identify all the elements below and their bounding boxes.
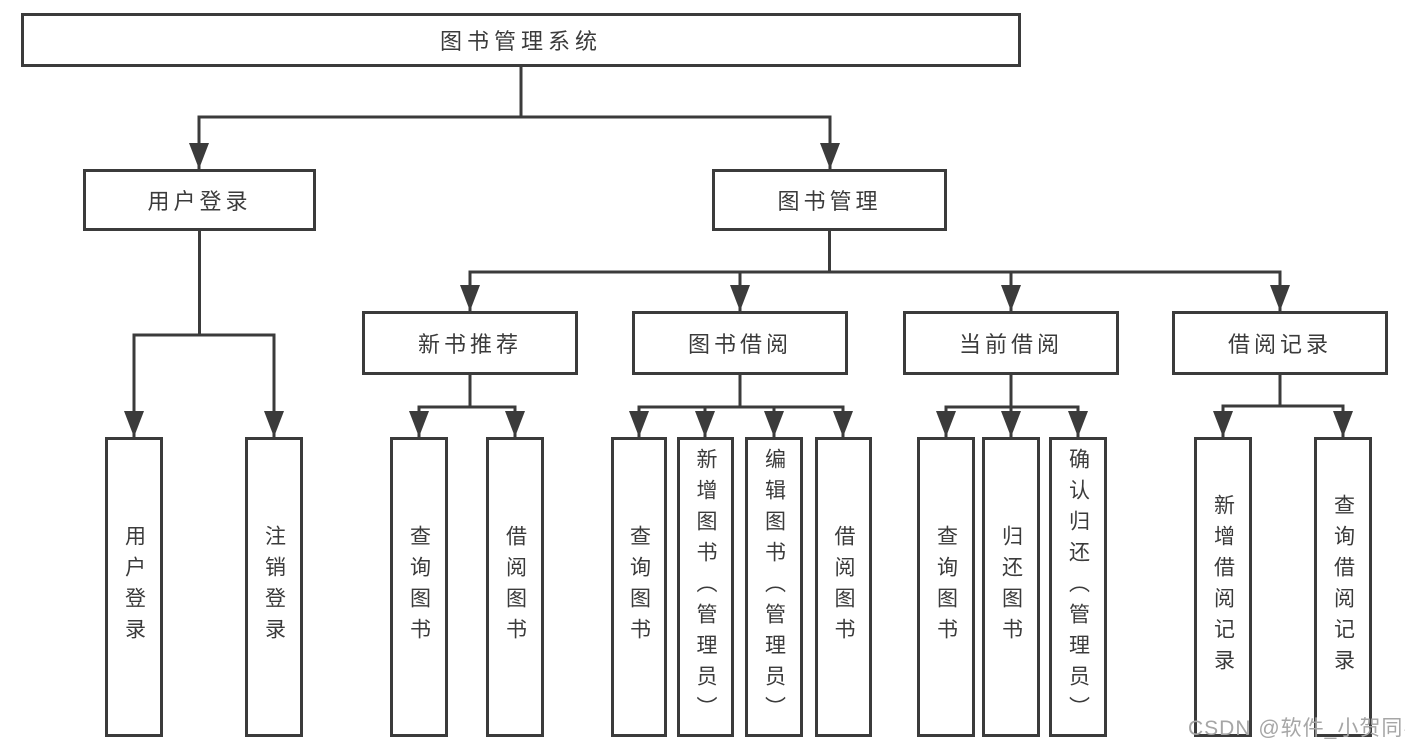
- leaf-label: 新增图书（管理员）: [694, 447, 717, 727]
- leaf-label: 查询借阅记录: [1331, 494, 1355, 680]
- leaf-recommend-borrow-books: 借阅图书: [486, 437, 544, 737]
- leaf-records-add-record: 新增借阅记录: [1194, 437, 1252, 737]
- leaf-label: 新增借阅记录: [1211, 494, 1235, 680]
- node-borrow-records: 借阅记录: [1172, 311, 1388, 375]
- leaf-label: 查询图书: [407, 525, 431, 649]
- node-user-login: 用户登录: [83, 169, 316, 231]
- leaf-label: 归还图书: [999, 525, 1023, 649]
- leaf-logout: 注销登录: [245, 437, 303, 737]
- leaf-label: 查询图书: [934, 525, 958, 649]
- node-new-book-recommend: 新书推荐: [362, 311, 578, 375]
- connector-group-root: [189, 65, 840, 169]
- leaf-login: 用户登录: [105, 437, 163, 737]
- csdn-watermark: CSDN @软件_小贺同学: [1188, 717, 1405, 740]
- leaf-label: 用户登录: [122, 525, 146, 649]
- node-book-borrow: 图书借阅: [632, 311, 848, 375]
- leaf-current-query-books: 查询图书: [917, 437, 975, 737]
- leaf-label: 编辑图书（管理员）: [762, 447, 786, 727]
- leaf-label: 借阅图书: [503, 525, 527, 649]
- leaf-label: 注销登录: [262, 525, 286, 649]
- leaf-label: 查询图书: [627, 525, 651, 649]
- leaf-label: 借阅图书: [832, 525, 855, 649]
- leaf-recommend-query-books: 查询图书: [390, 437, 448, 737]
- connector-group-new-book-recommend: [409, 373, 525, 437]
- connector-group-current-borrow: [936, 373, 1088, 437]
- connector-group-book-management: [460, 229, 1290, 311]
- leaf-records-query-record: 查询借阅记录: [1314, 437, 1372, 737]
- leaf-borrow-borrow-books: 借阅图书: [815, 437, 872, 737]
- leaf-borrow-query-books: 查询图书: [611, 437, 667, 737]
- node-book-management: 图书管理: [712, 169, 947, 231]
- connector-group-user-login: [124, 229, 284, 437]
- leaf-label: 确认归还（管理员）: [1066, 447, 1090, 727]
- leaf-borrow-edit-books-admin: 编辑图书（管理员）: [745, 437, 803, 737]
- node-root: 图书管理系统: [21, 13, 1021, 67]
- leaf-current-return-books: 归还图书: [982, 437, 1040, 737]
- leaf-current-confirm-return-admin: 确认归还（管理员）: [1049, 437, 1107, 737]
- node-current-borrow: 当前借阅: [903, 311, 1119, 375]
- leaf-borrow-add-books-admin: 新增图书（管理员）: [677, 437, 734, 737]
- connector-group-borrow-records: [1213, 373, 1353, 437]
- connector-group-book-borrow: [629, 373, 853, 437]
